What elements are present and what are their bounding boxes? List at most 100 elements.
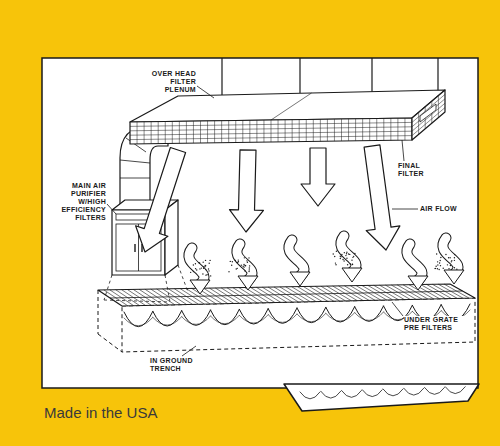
dust-particle <box>209 262 210 263</box>
filter-mesh <box>404 118 405 140</box>
filter-mesh <box>263 120 264 142</box>
dust-particle <box>201 267 202 268</box>
callout-label: MAIN AIR PURIFIER W/HIGH EFFICIENCY FILT… <box>44 182 106 222</box>
plenum-seam <box>271 93 312 120</box>
dust-particle <box>236 262 237 263</box>
dust-particle <box>346 253 347 254</box>
dust-particle <box>210 275 211 276</box>
curl-outline <box>443 238 458 274</box>
filter-mesh <box>334 119 335 141</box>
dust-particle <box>334 256 335 257</box>
filter-mesh <box>412 99 445 127</box>
pre-filter <box>445 387 465 394</box>
in-ground-trench <box>98 284 475 399</box>
pre-filter <box>326 307 355 323</box>
dust-particle <box>340 256 341 257</box>
dust-particle <box>246 260 247 261</box>
filter-mesh <box>158 122 159 144</box>
dust-particle <box>445 254 446 255</box>
dust-particle <box>437 268 438 269</box>
frame-panel <box>42 58 478 388</box>
dust-particle <box>344 252 345 253</box>
curl-outline <box>289 240 304 276</box>
dust-particle <box>238 261 239 262</box>
filter-mesh <box>256 120 257 142</box>
pre-filter <box>124 317 153 326</box>
pre-filter <box>239 315 268 324</box>
dust-particle <box>245 265 246 266</box>
hanger-rod <box>299 58 300 93</box>
dust-particle <box>228 271 229 272</box>
filter-mesh <box>130 122 412 126</box>
filter-mesh <box>144 122 145 144</box>
dust-particle <box>243 266 244 267</box>
pre-filter <box>153 317 182 326</box>
dust-particle <box>450 265 451 266</box>
dust-particle <box>236 268 237 269</box>
air-flow-arrow <box>301 148 335 206</box>
dust-particle <box>333 253 334 254</box>
pre-filter <box>268 314 297 323</box>
filter-mesh <box>200 121 201 143</box>
dust-particle <box>242 266 243 267</box>
dust-particle <box>435 266 436 267</box>
dust-particle <box>248 271 249 272</box>
pre-filter <box>383 389 403 396</box>
overhead-filter-plenum <box>130 58 445 144</box>
dust-particle <box>351 259 352 260</box>
dust-particle <box>346 258 347 259</box>
dust-particle <box>449 257 450 258</box>
filter-mesh <box>137 122 138 144</box>
filter-mesh <box>341 119 342 141</box>
callout-label: AIR FLOW <box>420 205 474 213</box>
filter-mesh <box>313 119 314 141</box>
dust-particle <box>205 260 206 261</box>
dust-particle <box>199 262 200 263</box>
pre-filter <box>342 391 362 398</box>
curl-fill <box>289 240 304 276</box>
air-flow-arrow <box>364 145 400 250</box>
filter-mesh <box>172 121 173 143</box>
filter-mesh <box>292 120 293 142</box>
curl-outline <box>407 244 422 280</box>
dust-particle <box>336 251 337 252</box>
pre-filter <box>326 313 355 322</box>
pre-filter <box>355 306 384 322</box>
pre-filter <box>182 310 211 326</box>
dust-particle <box>342 259 343 260</box>
dust-particle <box>247 262 248 263</box>
dust-particle <box>198 262 199 263</box>
filter-mesh <box>362 119 363 141</box>
dust-particle <box>352 264 353 265</box>
dust-particle <box>249 267 250 268</box>
filter-mesh <box>214 121 215 143</box>
pre-filter <box>362 390 382 397</box>
dust-particle <box>346 252 347 253</box>
curl-fill <box>189 248 204 284</box>
pre-filter <box>124 311 153 327</box>
hanger-rod <box>221 58 222 95</box>
dust-particle <box>440 257 441 258</box>
dust-particle <box>437 264 438 265</box>
dust-particle <box>199 268 200 269</box>
dust-particle <box>195 268 196 269</box>
pre-filter <box>268 308 297 324</box>
filter-mesh <box>438 96 439 118</box>
pre-filter <box>239 309 268 325</box>
filter-mesh <box>348 119 349 141</box>
pre-filter <box>153 311 182 327</box>
curl-fill <box>341 236 356 272</box>
dust-particle <box>345 255 346 256</box>
dust-particles <box>190 251 458 277</box>
dust-particle <box>208 270 209 271</box>
curl-head <box>190 280 210 294</box>
dust-particle <box>244 257 245 258</box>
filter-mesh <box>228 121 229 143</box>
trench-wall <box>122 298 475 352</box>
dust-particle <box>203 266 204 267</box>
dust-particle <box>248 257 249 258</box>
air-flow-arrow <box>136 148 186 253</box>
curl-fill <box>443 238 458 274</box>
